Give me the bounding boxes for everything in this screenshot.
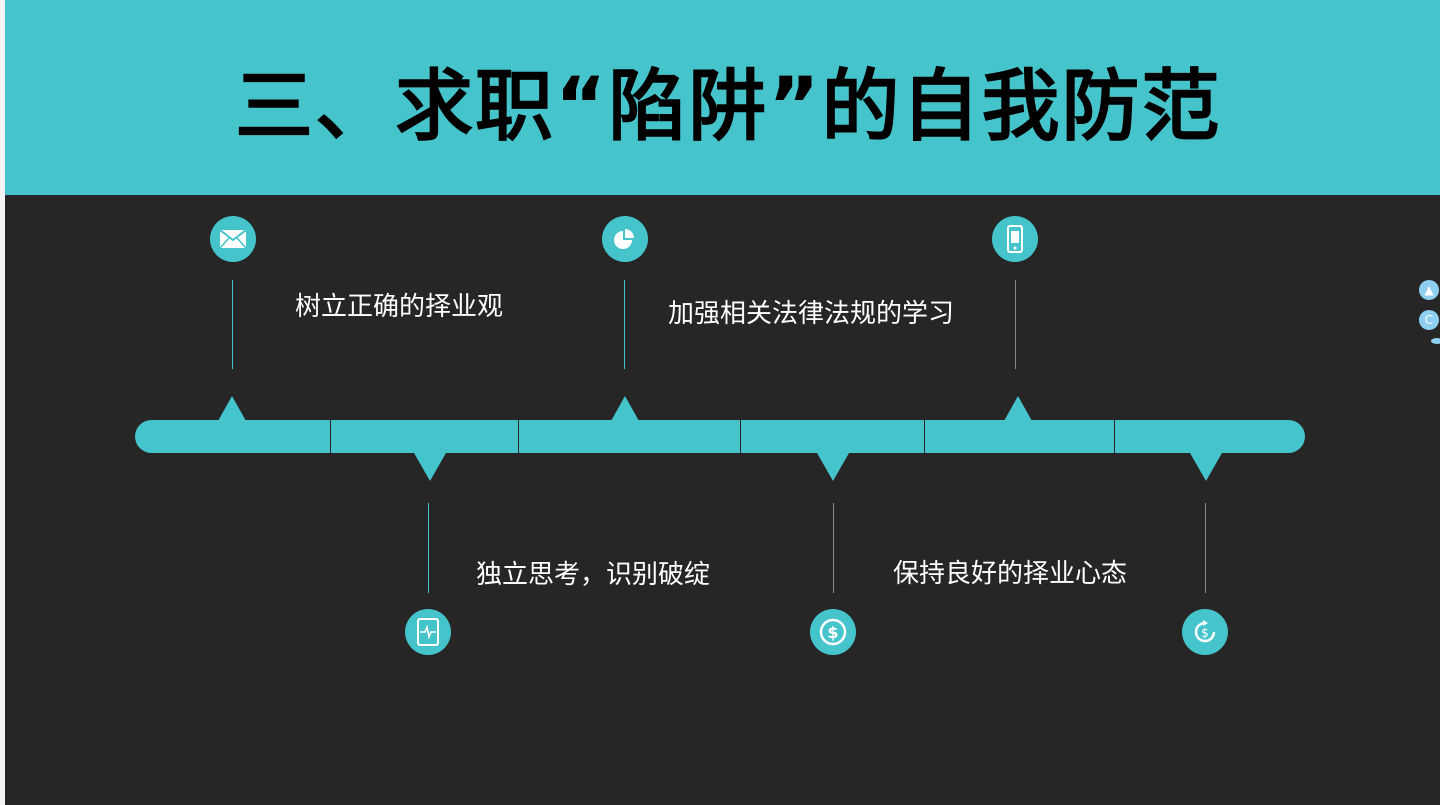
timeline-marker-up: [611, 396, 639, 421]
timeline-marker-up: [218, 396, 246, 421]
dollar-coin-icon: $: [810, 609, 856, 655]
timeline-marker-up: [1004, 396, 1032, 421]
timeline-divider: [1114, 420, 1115, 453]
timeline-marker-down: [414, 453, 446, 481]
timeline-label: 保持良好的择业心态: [893, 559, 1128, 589]
widget-handle-icon[interactable]: [1431, 338, 1440, 344]
connector-line: [1205, 503, 1206, 593]
timeline-marker-down: [1190, 453, 1222, 481]
timeline-divider: [518, 420, 519, 453]
timeline-divider: [740, 420, 741, 453]
slide-title: 三、求职“陷阱”的自我防范: [235, 62, 1222, 152]
svg-text:$: $: [1201, 626, 1209, 640]
svg-text:$: $: [827, 623, 838, 642]
tablet-pulse-icon: [405, 609, 451, 655]
title-banner: 三、求职“陷阱”的自我防范: [5, 0, 1440, 195]
timeline-bar: [135, 420, 1305, 453]
connector-line: [428, 503, 429, 593]
connector-line: [624, 280, 625, 369]
timeline-marker-down: [817, 453, 849, 481]
shirt-icon[interactable]: ▲: [1419, 280, 1439, 300]
timeline-label: 树立正确的择业观: [295, 292, 504, 322]
c-widget-icon[interactable]: C: [1419, 310, 1439, 330]
timeline-label: 独立思考，识别破绽: [476, 560, 711, 590]
dollar-refresh-icon: $: [1182, 609, 1228, 655]
slide: 三、求职“陷阱”的自我防范 $ $ 树立正确的择业观 加强相关法律法规的学习 独…: [5, 0, 1440, 805]
timeline-divider: [330, 420, 331, 453]
pie-chart-icon: [602, 216, 648, 262]
mail-icon: [210, 216, 256, 262]
connector-line: [232, 280, 233, 369]
mobile-phone-icon: [992, 216, 1038, 262]
connector-line: [1015, 280, 1016, 369]
timeline-divider: [924, 420, 925, 453]
connector-line: [833, 503, 834, 593]
timeline-label: 加强相关法律法规的学习: [668, 299, 955, 329]
